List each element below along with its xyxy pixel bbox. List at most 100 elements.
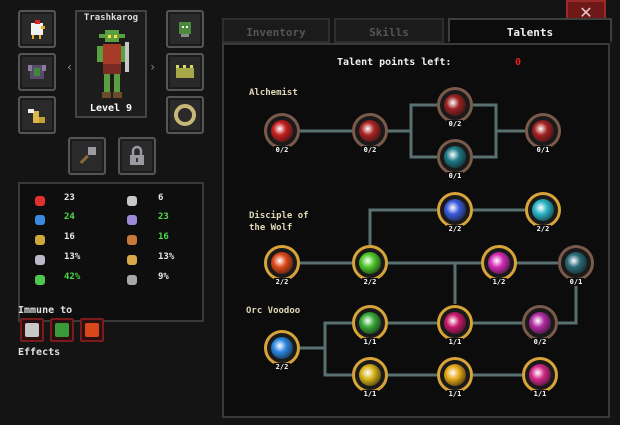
talent-rank-text: 1/1: [361, 390, 379, 398]
talent-rank-count: 0/2: [349, 146, 391, 154]
pet-slot[interactable]: [18, 10, 56, 48]
talent-rank-text: 0/1: [567, 278, 585, 286]
immune-label: Immune to: [18, 305, 73, 316]
stat-value-heart: 23: [64, 193, 75, 203]
stat-value-sword: 6: [158, 193, 164, 203]
blue-orb-talent-icon[interactable]: 2/2: [264, 330, 300, 371]
ring-slot[interactable]: [166, 96, 204, 134]
armor-chest-icon: [28, 65, 46, 79]
pink-skull-glyph: [529, 312, 551, 334]
stat-value-round-shield: 9%: [158, 272, 169, 282]
talent-rank-text: 0/2: [273, 146, 291, 154]
ice-wolf-glyph: [532, 199, 554, 221]
talent-rank-count: 1/1: [434, 390, 476, 398]
boots-slot[interactable]: [18, 96, 56, 134]
talent-rank-count: 2/2: [261, 363, 303, 371]
pink-wolf-talent-icon[interactable]: 1/2: [481, 245, 517, 286]
talent-rank-text: 2/2: [273, 363, 291, 371]
shadow-wolf-talent-icon[interactable]: 0/1: [558, 245, 594, 286]
ice-wolf-talent-icon[interactable]: 2/2: [525, 192, 561, 233]
bone-ring-icon: [174, 104, 196, 126]
tab-skills[interactable]: Skills: [334, 18, 444, 43]
fire-wolf-glyph: [271, 252, 293, 274]
teal-flask-talent-icon[interactable]: 0/1: [437, 139, 473, 180]
mace-weapon-icon: [79, 147, 96, 164]
stat-value-spiral: 23: [158, 212, 169, 222]
blue-spiral-talent-icon[interactable]: 2/2: [437, 192, 473, 233]
padlock-icon: [130, 145, 144, 165]
helmet-slot[interactable]: [166, 10, 204, 48]
talent-rank-count: 0/2: [434, 120, 476, 128]
character-portrait: Trashkarog Level 9: [75, 10, 147, 118]
talent-points-value: 0: [515, 57, 522, 68]
talent-rank-count: 0/1: [434, 172, 476, 180]
poison-immune-icon: [50, 318, 74, 342]
lightning-icon: [34, 231, 46, 245]
shield-slot[interactable]: [166, 53, 204, 91]
talent-rank-text: 0/1: [534, 146, 552, 154]
stat-value-boot: 16: [158, 232, 169, 242]
green-wolf-talent-icon[interactable]: 2/2: [352, 245, 388, 286]
close-icon: ✕: [579, 3, 593, 22]
weapon-slot[interactable]: [68, 137, 106, 175]
prev-character-arrow[interactable]: ‹: [66, 60, 74, 74]
golden-eye-talent-icon[interactable]: 1/1: [437, 357, 473, 398]
red-burst-glyph: [271, 120, 293, 142]
talent-rank-text: 1/1: [446, 390, 464, 398]
tab-inventory[interactable]: Inventory: [222, 18, 330, 43]
talent-rank-count: 1/1: [434, 338, 476, 346]
stat-value-chest-armor: 13%: [64, 252, 81, 262]
talent-rank-text: 1/1: [361, 338, 379, 346]
talent-rank-count: 0/1: [522, 146, 564, 154]
blue-spiral-glyph: [444, 199, 466, 221]
pink-skull-talent-icon[interactable]: 0/2: [522, 305, 558, 346]
crossed-swords-immune-icon: [20, 318, 44, 342]
fire-immune-icon: [80, 318, 104, 342]
yellow-strike-talent-icon[interactable]: 1/1: [352, 357, 388, 398]
red-burst-talent-icon[interactable]: 0/2: [264, 113, 300, 154]
spiral-icon: [126, 211, 138, 225]
talent-rank-text: 0/2: [531, 338, 549, 346]
talent-rank-count: 1/2: [478, 278, 520, 286]
red-rune-glyph: [532, 120, 554, 142]
crossed-swords-icon: [126, 251, 138, 265]
shadow-wolf-glyph: [565, 252, 587, 274]
armor-slot[interactable]: [18, 53, 56, 91]
red-rune-talent-icon[interactable]: 0/1: [525, 113, 561, 154]
talent-rank-count: 0/2: [519, 338, 561, 346]
tab-talents[interactable]: Talents: [448, 18, 612, 43]
stat-value-mana-orb: 24: [64, 212, 75, 222]
red-mask-talent-icon[interactable]: 1/1: [437, 305, 473, 346]
stat-value-green-shield: 42%: [64, 272, 81, 282]
goblin-character-sprite: [97, 30, 129, 98]
talent-points-label: Talent points left:: [337, 57, 452, 68]
branch-orc-voodoo: Orc Voodoo: [246, 306, 301, 316]
stat-value-crossed-swords: 13%: [158, 252, 175, 262]
talent-rank-text: 0/2: [446, 120, 464, 128]
character-name: Trashkarog: [83, 13, 139, 23]
pink-claw-talent-icon[interactable]: 1/1: [522, 357, 558, 398]
red-potion-glyph: [359, 120, 381, 142]
red-sigil-talent-icon[interactable]: 0/2: [437, 87, 473, 128]
blue-orb-glyph: [271, 337, 293, 359]
green-wolf-glyph: [359, 252, 381, 274]
talent-rank-count: 0/2: [261, 146, 303, 154]
crossed-swords-immune-icon-glyph: [25, 323, 39, 337]
green-goblin-helmet-icon: [179, 22, 191, 37]
fire-wolf-talent-icon[interactable]: 2/2: [264, 245, 300, 286]
talent-rank-count: 1/1: [349, 338, 391, 346]
next-character-arrow[interactable]: ›: [149, 60, 157, 74]
chicken-pet-icon: [31, 20, 45, 39]
spiked-shield-icon: [176, 65, 194, 78]
locked-slot[interactable]: [118, 137, 156, 175]
talent-rank-text: 2/2: [273, 278, 291, 286]
red-potion-talent-icon[interactable]: 0/2: [352, 113, 388, 154]
pink-claw-glyph: [529, 364, 551, 386]
talent-rank-text: 0/2: [361, 146, 379, 154]
green-totem-talent-icon[interactable]: 1/1: [352, 305, 388, 346]
talent-rank-text: 0/1: [446, 172, 464, 180]
green-totem-glyph: [359, 312, 381, 334]
